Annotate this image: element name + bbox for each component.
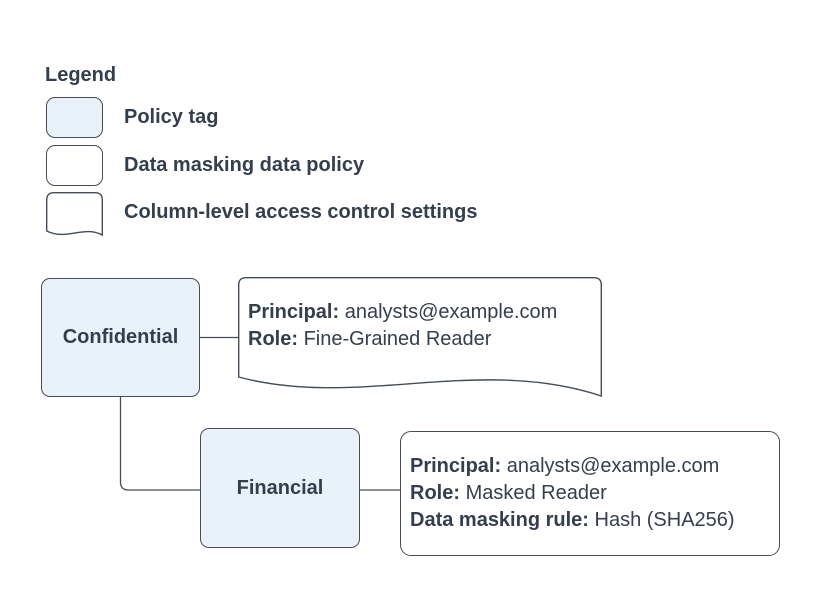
legend-item-label: Column-level access control settings xyxy=(124,201,478,223)
legend-item-label: Data masking data policy xyxy=(124,154,365,176)
policy-tag-label: Confidential xyxy=(62,326,179,348)
policy-tag-swatch xyxy=(46,97,103,138)
role-line: Role: Fine-Grained Reader xyxy=(248,328,492,350)
access-control-card: Principal: analysts@example.com Role: Fi… xyxy=(238,277,602,398)
masking-policy-card: Principal: analysts@example.com Role: Ma… xyxy=(400,431,780,556)
masking-rule-line: Data masking rule: Hash (SHA256) xyxy=(410,509,735,531)
policy-tag-confidential: Confidential xyxy=(41,278,200,397)
edge-confidential-to-financial xyxy=(119,397,200,491)
legend-item-data-masking-policy: Data masking data policy xyxy=(46,145,364,186)
legend-item-label: Policy tag xyxy=(124,106,219,128)
document-shape xyxy=(238,277,602,397)
column-access-swatch xyxy=(46,192,103,237)
legend-item-column-access: Column-level access control settings xyxy=(46,192,477,237)
access-control-text: Principal: analysts@example.com Role: Fi… xyxy=(248,299,557,353)
legend-title: Legend xyxy=(45,64,117,86)
data-masking-policy-swatch xyxy=(46,145,103,186)
principal-line: Principal: analysts@example.com xyxy=(248,301,558,323)
policy-tag-financial: Financial xyxy=(200,428,360,548)
masking-policy-text: Principal: analysts@example.com Role: Ma… xyxy=(410,453,779,534)
role-line: Role: Masked Reader xyxy=(410,482,607,504)
legend-item-policy-tag: Policy tag xyxy=(46,97,218,138)
policy-tag-label: Financial xyxy=(236,476,324,499)
principal-line: Principal: analysts@example.com xyxy=(410,455,720,477)
